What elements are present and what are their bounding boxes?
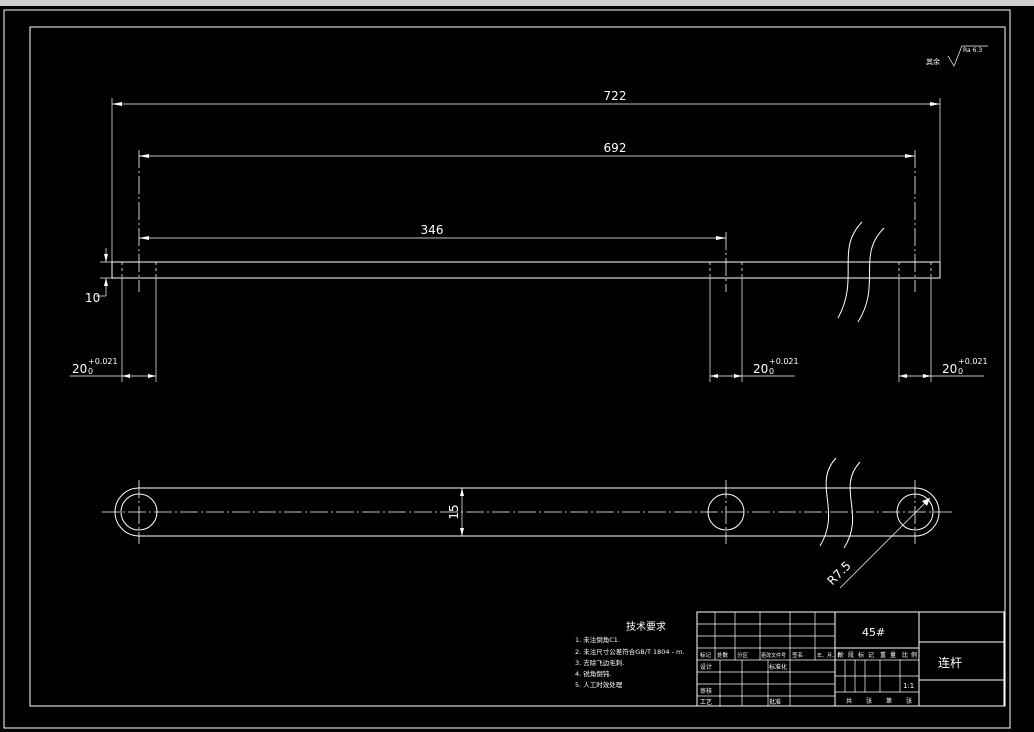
dim-hole-right-size: 20 xyxy=(942,362,957,376)
break-line-top-right xyxy=(843,461,861,549)
tech-req-item-5: 5. 人工时效处理 xyxy=(575,680,623,689)
svg-text:标记: 标记 xyxy=(700,651,712,659)
svg-text:0: 0 xyxy=(958,367,963,376)
svg-text:处数: 处数 xyxy=(717,651,729,659)
dim-15-label: 15 xyxy=(447,504,461,519)
front-view xyxy=(111,150,941,323)
dim-hole-right: 20 +0.021 0 xyxy=(898,278,988,382)
svg-text:张: 张 xyxy=(906,697,912,705)
dim-722-label: 722 xyxy=(604,89,627,103)
dim-hole-mid: 20 +0.021 0 xyxy=(709,278,799,382)
dim-hole-left-size: 20 xyxy=(72,362,87,376)
title-block: 标记 处数 分区 更改文件号 签名 年、月、日 设计 标准化 审核 工艺 批准 … xyxy=(696,611,1005,707)
scale-value: 1:1 xyxy=(903,682,914,690)
inner-border xyxy=(29,26,1006,707)
svg-text:共: 共 xyxy=(846,697,852,705)
window-top-bar xyxy=(0,0,1034,6)
svg-text:标: 标 xyxy=(858,651,864,659)
dim-overall-length: 722 xyxy=(111,89,941,262)
svg-text:量: 量 xyxy=(890,652,896,659)
svg-text:第: 第 xyxy=(886,697,892,705)
label-process: 工艺 xyxy=(700,698,712,706)
label-review: 审核 xyxy=(700,687,712,695)
tech-req-item-1: 1. 未注倒角C1. xyxy=(575,635,620,644)
svg-text:重: 重 xyxy=(880,651,886,659)
cad-drawing-canvas[interactable]: 其余 Ra 6.3 722 692 xyxy=(0,6,1034,732)
dim-hole-left: 20 +0.021 0 xyxy=(70,278,157,382)
svg-text:分区: 分区 xyxy=(737,651,749,659)
break-line-right xyxy=(857,227,885,323)
dim-692-label: 692 xyxy=(604,141,627,155)
dim-r75-label: R7.5 xyxy=(825,559,854,588)
break-line-left xyxy=(837,221,863,319)
dim-thickness: 10 xyxy=(85,248,112,305)
label-standardize: 标准化 xyxy=(769,663,787,671)
svg-text:0: 0 xyxy=(88,367,93,376)
part-name: 连杆 xyxy=(938,655,962,670)
svg-text:签名: 签名 xyxy=(792,651,803,659)
svg-text:+0.021: +0.021 xyxy=(769,357,799,366)
roughness-prefix: 其余 xyxy=(926,57,940,66)
label-design: 设计 xyxy=(700,663,712,671)
svg-text:阶: 阶 xyxy=(838,651,844,659)
svg-text:例: 例 xyxy=(911,651,917,659)
break-line-top-left xyxy=(819,457,837,547)
dim-hole-pitch: 692 xyxy=(139,141,915,158)
tech-req-title: 技术要求 xyxy=(626,620,666,633)
svg-text:年、月、日: 年、月、日 xyxy=(817,652,842,659)
svg-text:+0.021: +0.021 xyxy=(88,357,118,366)
top-view xyxy=(102,457,952,549)
roughness-value: Ra 6.3 xyxy=(963,47,982,54)
dim-radius: R7.5 xyxy=(825,497,931,589)
dim-mid-hole: 346 xyxy=(139,223,726,240)
tech-req-item-2: 2. 未注尺寸公差符合GB/T 1804 - m. xyxy=(575,647,684,656)
svg-text:+0.021: +0.021 xyxy=(958,357,988,366)
label-approve: 批准 xyxy=(769,698,781,706)
dim-hole-mid-size: 20 xyxy=(753,362,768,376)
svg-text:张: 张 xyxy=(866,697,872,705)
outer-frame xyxy=(3,9,1011,729)
svg-text:记: 记 xyxy=(868,652,874,659)
dim-width: 15 xyxy=(447,488,464,536)
surface-roughness-symbol: 其余 Ra 6.3 xyxy=(926,45,988,67)
link-bar-front xyxy=(111,261,941,279)
tech-requirements: 技术要求 1. 未注倒角C1. 2. 未注尺寸公差符合GB/T 1804 - m… xyxy=(575,620,684,689)
tech-req-item-4: 4. 锐角倒钝. xyxy=(575,669,611,678)
dim-10-label: 10 xyxy=(85,291,100,305)
dim-346-label: 346 xyxy=(421,223,444,237)
svg-text:更改文件号: 更改文件号 xyxy=(761,652,786,659)
svg-text:0: 0 xyxy=(769,367,774,376)
svg-text:段: 段 xyxy=(848,651,854,659)
svg-text:比: 比 xyxy=(902,651,908,659)
tech-req-item-3: 3. 去除飞边毛刺. xyxy=(575,658,624,667)
material-value: 45# xyxy=(862,626,885,639)
